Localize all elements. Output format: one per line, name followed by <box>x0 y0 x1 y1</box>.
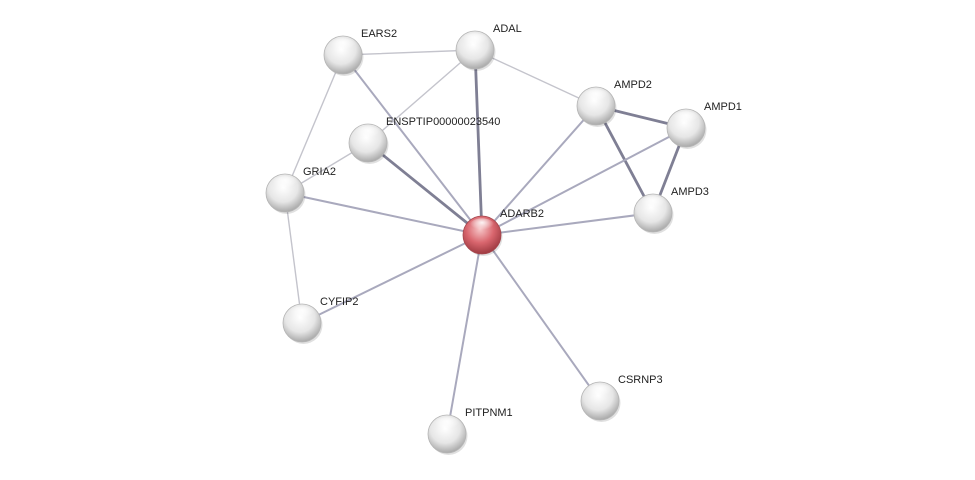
node-highlight <box>469 218 495 233</box>
node-highlight <box>330 38 356 53</box>
edge-adal-ensptip00000023540[interactable] <box>367 49 476 144</box>
edge-ears2-gria2[interactable] <box>284 54 344 194</box>
node-adal[interactable]: ADAL <box>455 23 522 71</box>
edge-csrnp3-adarb2[interactable] <box>481 234 601 402</box>
node-label-gria2: GRIA2 <box>303 166 336 178</box>
node-label-adal: ADAL <box>493 23 522 35</box>
node-ampd2[interactable]: AMPD2 <box>576 79 652 127</box>
node-ampd1[interactable]: AMPD1 <box>666 101 742 149</box>
node-ears2[interactable]: EARS2 <box>323 28 397 76</box>
edge-pitpnm1-adarb2[interactable] <box>446 234 483 435</box>
edge-adal-ampd2[interactable] <box>474 49 597 107</box>
node-ensptip00000023540[interactable]: ENSPTIP00000023540 <box>348 116 500 164</box>
nodes-layer: ADARB2ADALEARS2ENSPTIP00000023540GRIA2AM… <box>265 23 742 455</box>
node-label-csrnp3: CSRNP3 <box>618 374 663 386</box>
node-label-pitpnm1: PITPNM1 <box>465 407 513 419</box>
node-highlight <box>272 176 298 191</box>
edge-gria2-adarb2[interactable] <box>284 192 483 236</box>
node-gria2[interactable]: GRIA2 <box>265 166 336 214</box>
node-highlight <box>434 417 460 432</box>
node-label-ampd2: AMPD2 <box>614 79 652 91</box>
edge-ears2-adarb2[interactable] <box>342 54 483 236</box>
edge-cyfip2-adarb2[interactable] <box>301 234 483 324</box>
node-highlight <box>673 111 699 126</box>
node-label-adarb2: ADARB2 <box>500 208 544 220</box>
node-ampd3[interactable]: AMPD3 <box>633 186 709 234</box>
node-highlight <box>462 33 488 48</box>
node-cyfip2[interactable]: CYFIP2 <box>282 296 359 344</box>
node-label-ears2: EARS2 <box>361 28 397 40</box>
edge-ampd2-adarb2[interactable] <box>481 105 597 236</box>
node-highlight <box>583 89 609 104</box>
edge-ampd3-adarb2[interactable] <box>481 212 654 236</box>
edge-adal-adarb2[interactable] <box>473 48 484 237</box>
node-adarb2[interactable]: ADARB2 <box>462 208 544 256</box>
node-label-ensptip00000023540: ENSPTIP00000023540 <box>386 116 500 128</box>
node-highlight <box>640 196 666 211</box>
node-label-cyfip2: CYFIP2 <box>320 296 359 308</box>
node-label-ampd1: AMPD1 <box>704 101 742 113</box>
edge-ensptip00000023540-adarb2[interactable] <box>366 141 484 237</box>
edge-ears2-adal[interactable] <box>342 49 476 56</box>
node-highlight <box>355 126 381 141</box>
edge-gria2-cyfip2[interactable] <box>284 192 303 324</box>
node-label-ampd3: AMPD3 <box>671 186 709 198</box>
node-csrnp3[interactable]: CSRNP3 <box>580 374 663 422</box>
node-highlight <box>289 306 315 321</box>
node-highlight <box>587 384 613 399</box>
node-pitpnm1[interactable]: PITPNM1 <box>427 407 513 455</box>
edge-ampd1-adarb2[interactable] <box>481 127 687 236</box>
